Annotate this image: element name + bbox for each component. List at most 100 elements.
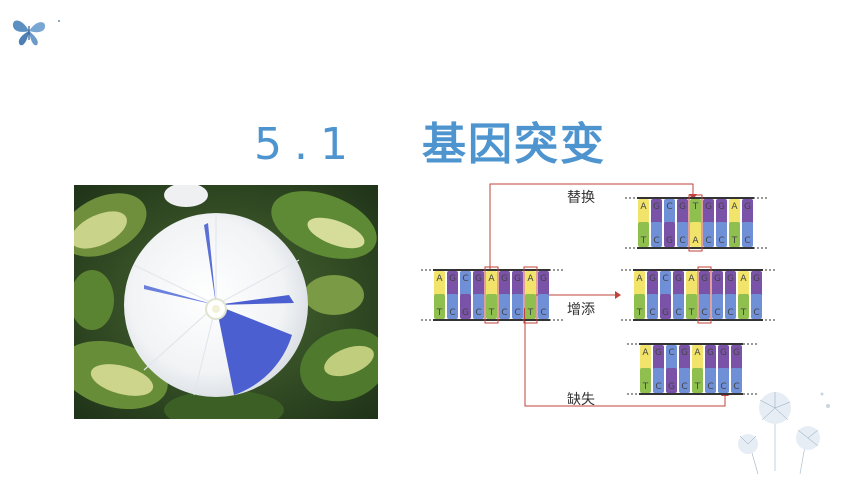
- base-letter: T: [527, 308, 534, 318]
- base-bottom-4: [679, 368, 690, 393]
- base-bottom-3: [664, 222, 675, 247]
- base-top-8: [729, 199, 740, 224]
- mutation-highlight: [484, 266, 499, 324]
- base-top-9: [538, 271, 549, 296]
- base-letter: T: [488, 308, 495, 318]
- base-letter: G: [707, 348, 714, 358]
- base-letter: G: [744, 202, 751, 212]
- base-bottom-5: [690, 222, 701, 247]
- base-letter: G: [501, 274, 508, 284]
- base-letter: G: [462, 308, 469, 318]
- base-letter: A: [527, 274, 534, 284]
- base-bottom-9: [538, 294, 549, 319]
- base-letter: C: [501, 308, 507, 318]
- base-letter: C: [679, 236, 685, 246]
- base-bottom-4: [673, 294, 684, 319]
- base-letter: A: [488, 274, 495, 284]
- base-bottom-5: [486, 294, 497, 319]
- base-top-6: [703, 199, 714, 224]
- base-letter: A: [642, 348, 649, 358]
- base-letter: G: [714, 274, 721, 284]
- base-letter: A: [694, 348, 701, 358]
- base-letter: T: [640, 236, 647, 246]
- base-letter: T: [740, 308, 747, 318]
- base-letter: A: [640, 202, 647, 212]
- base-letter: C: [475, 308, 481, 318]
- base-bottom-6: [499, 294, 510, 319]
- base-letter: G: [653, 202, 660, 212]
- label-deletion: 缺失: [567, 392, 595, 408]
- base-top-4: [673, 271, 684, 296]
- base-letter: C: [649, 308, 655, 318]
- base-top-1: [638, 199, 649, 224]
- base-bottom-6: [705, 368, 716, 393]
- base-top-2: [447, 271, 458, 296]
- base-letter: A: [731, 202, 738, 212]
- base-letter: G: [733, 348, 740, 358]
- base-letter: A: [436, 274, 443, 284]
- base-bottom-9: [738, 294, 749, 319]
- base-top-7: [712, 271, 723, 296]
- base-top-8: [725, 271, 736, 296]
- base-top-3: [666, 345, 677, 370]
- base-letter: A: [636, 274, 643, 284]
- base-letter: C: [733, 382, 739, 392]
- base-bottom-5: [686, 294, 697, 319]
- base-letter: C: [449, 308, 455, 318]
- base-top-9: [742, 199, 753, 224]
- base-letter: G: [655, 348, 662, 358]
- base-letter: C: [514, 308, 520, 318]
- base-letter: G: [649, 274, 656, 284]
- base-letter: G: [720, 348, 727, 358]
- mutation-highlight: [523, 266, 538, 324]
- dandelion-illustration: [738, 392, 830, 475]
- base-letter: G: [662, 308, 669, 318]
- base-letter: C: [720, 382, 726, 392]
- base-top-7: [716, 199, 727, 224]
- base-bottom-1: [634, 294, 645, 319]
- base-bottom-7: [512, 294, 523, 319]
- base-top-3: [660, 271, 671, 296]
- base-letter: C: [744, 236, 750, 246]
- base-bottom-8: [525, 294, 536, 319]
- morning-glory-photo: [74, 185, 378, 419]
- title-text: 基因突变: [421, 119, 606, 170]
- base-letter: T: [694, 382, 701, 392]
- base-letter: C: [681, 382, 687, 392]
- base-bottom-5: [692, 368, 703, 393]
- base-letter: C: [753, 308, 759, 318]
- base-letter: C: [727, 308, 733, 318]
- base-top-2: [651, 199, 662, 224]
- base-letter: T: [636, 308, 643, 318]
- base-top-5: [486, 271, 497, 296]
- label-substitution: 替换: [567, 189, 595, 206]
- title-number: 5.1: [254, 119, 360, 170]
- base-bottom-6: [703, 222, 714, 247]
- base-top-1: [634, 271, 645, 296]
- arrow-to-deletion: [524, 308, 726, 407]
- base-top-1: [640, 345, 651, 370]
- base-letter: G: [666, 236, 673, 246]
- base-letter: C: [653, 236, 659, 246]
- base-bottom-6: [699, 294, 710, 319]
- base-top-5: [692, 345, 703, 370]
- base-letter: G: [753, 274, 760, 284]
- base-letter: C: [662, 274, 668, 284]
- base-letter: T: [692, 202, 699, 212]
- base-bottom-4: [473, 294, 484, 319]
- base-top-6: [699, 271, 710, 296]
- base-bottom-3: [660, 294, 671, 319]
- base-letter: C: [718, 236, 724, 246]
- base-letter: G: [718, 202, 725, 212]
- base-top-4: [679, 345, 690, 370]
- base-letter: G: [681, 348, 688, 358]
- base-letter: T: [642, 382, 649, 392]
- base-letter: T: [688, 308, 695, 318]
- base-bottom-2: [447, 294, 458, 319]
- base-letter: C: [675, 308, 681, 318]
- base-top-8: [731, 345, 742, 370]
